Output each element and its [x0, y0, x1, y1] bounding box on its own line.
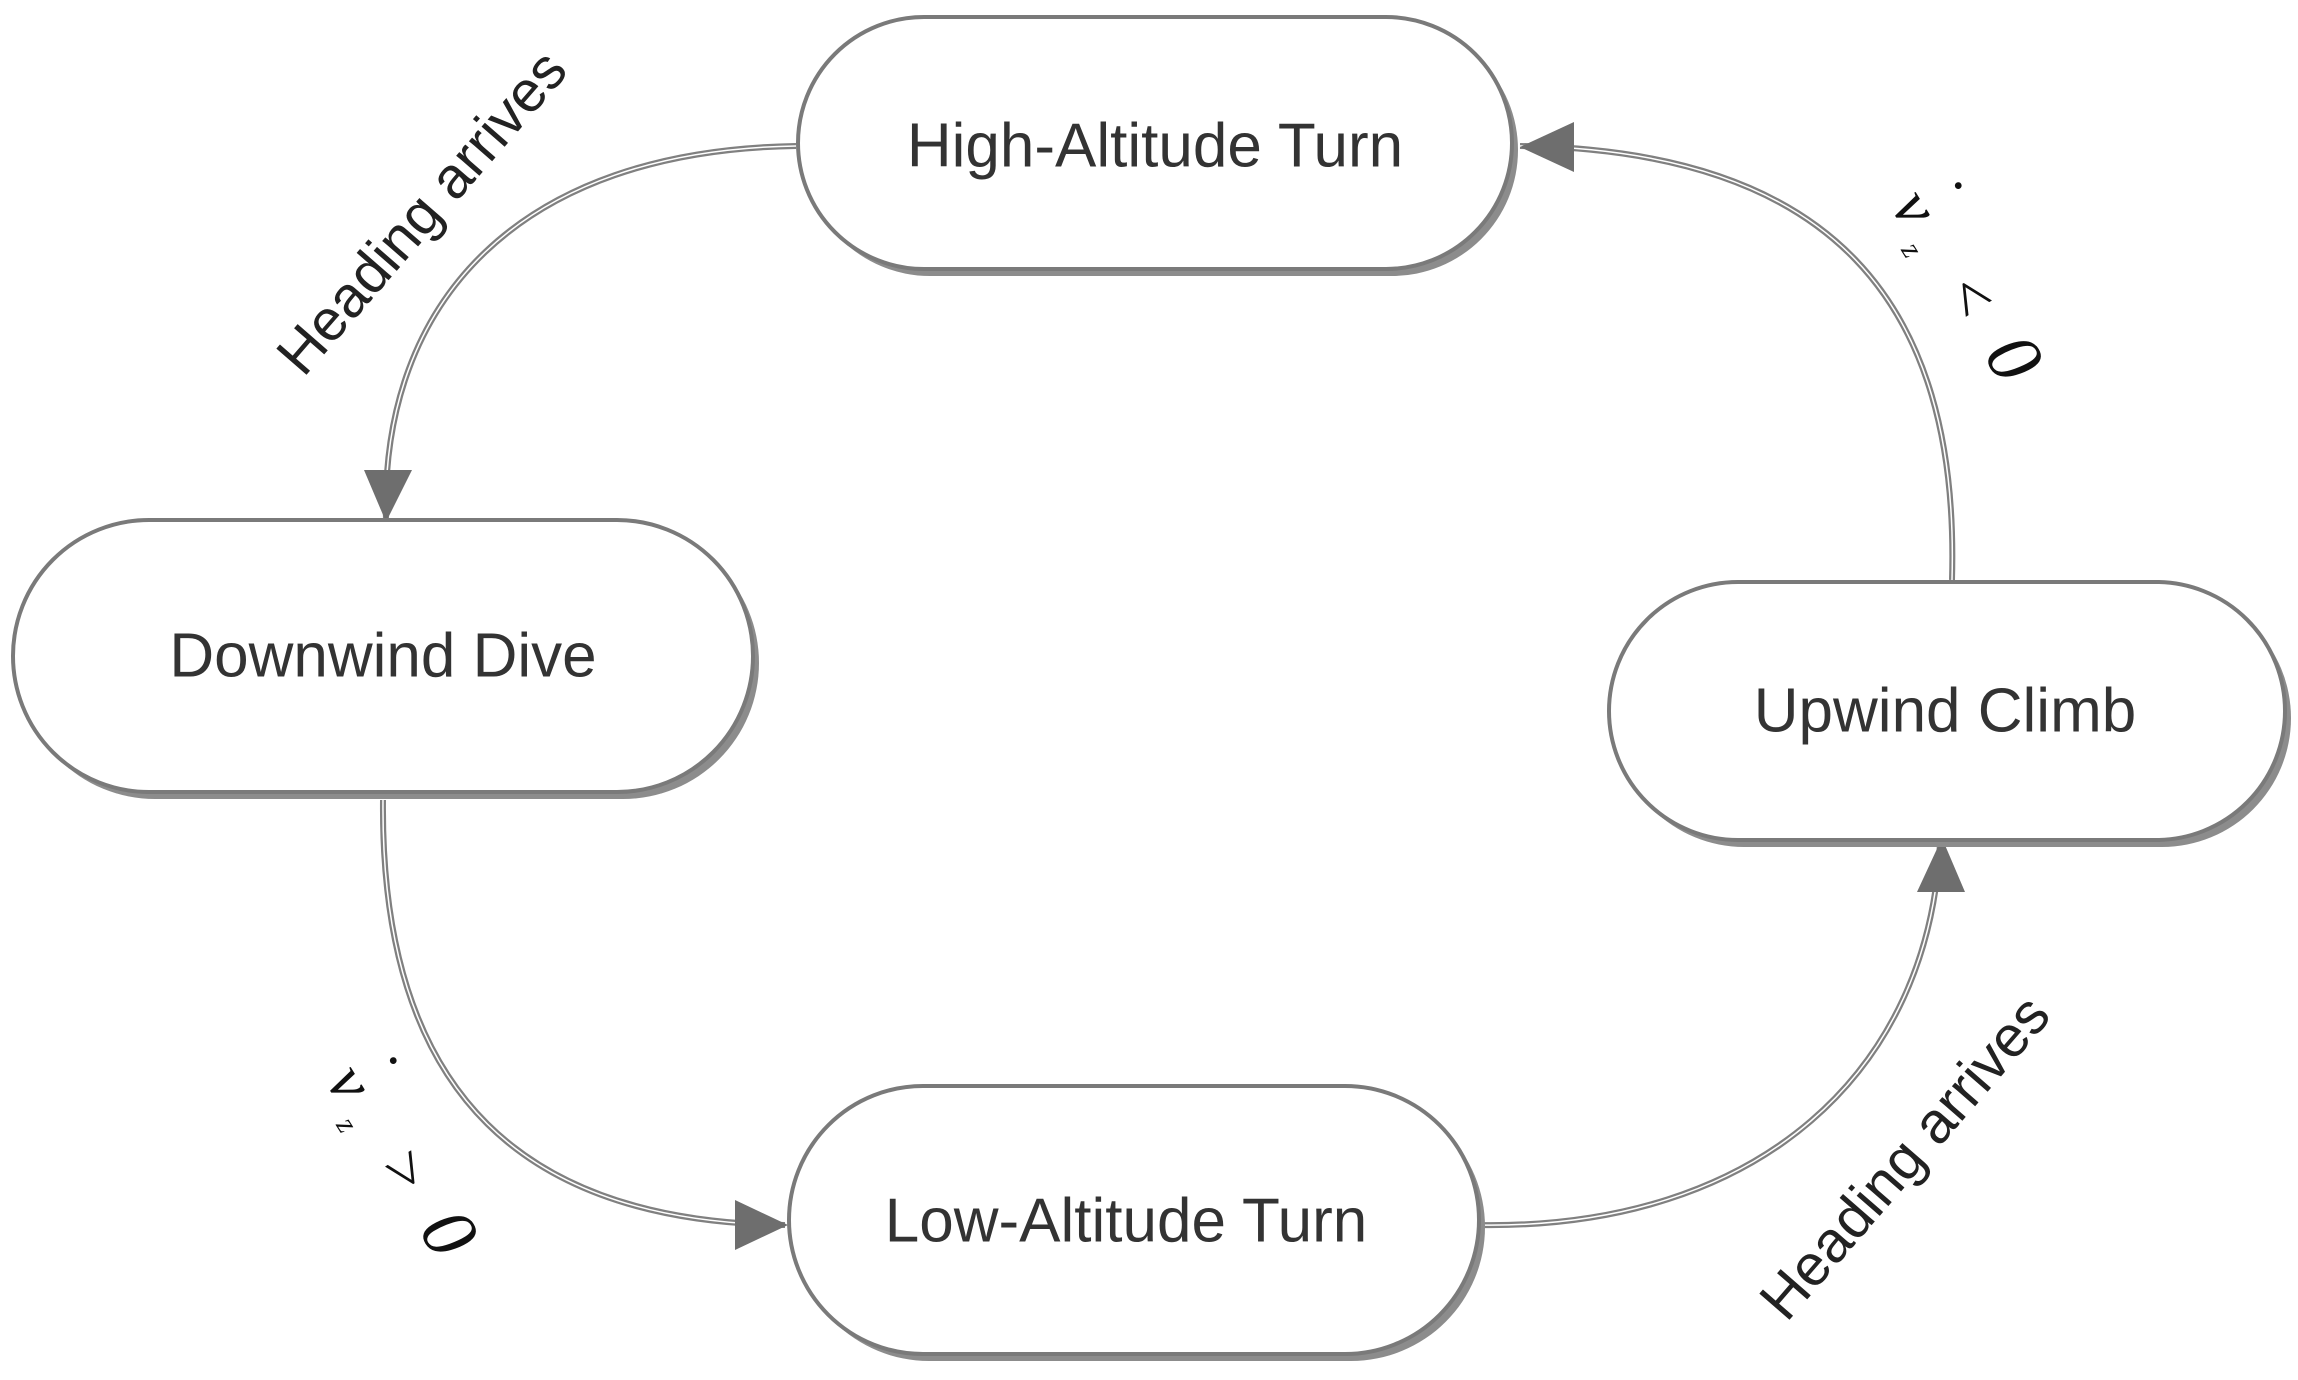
- condition-vz-greater-zero: v ˙ z > 0: [313, 1038, 495, 1272]
- svg-text:z: z: [1894, 235, 1929, 264]
- arrowhead-icon: [735, 1200, 788, 1250]
- svg-text:0: 0: [1968, 320, 2059, 397]
- edge-label-heading-arrives-right: Heading arrives: [1747, 983, 2063, 1332]
- node-low-altitude-turn[interactable]: Low-Altitude Turn: [787, 1084, 1485, 1361]
- edge-dive-to-low: [379, 799, 788, 1250]
- svg-text:0: 0: [403, 1195, 494, 1272]
- node-downwind-dive[interactable]: Downwind Dive: [11, 518, 759, 799]
- node-shape: [796, 15, 1514, 271]
- edge-climb-to-high: [1519, 122, 1956, 581]
- edge-low-to-climb: [1477, 838, 1965, 1229]
- arrowhead-icon: [1917, 838, 1965, 892]
- node-label: Low-Altitude Turn: [885, 1186, 1367, 1255]
- node-shape: [787, 1084, 1481, 1356]
- node-shape: [1607, 580, 2287, 842]
- edge-line: [379, 799, 786, 1228]
- node-upwind-climb[interactable]: Upwind Climb: [1607, 580, 2291, 847]
- condition-vz-less-zero: v ˙ z < 0: [1878, 163, 2060, 397]
- edge-high-to-dive: [364, 143, 797, 522]
- svg-text:>: >: [364, 1133, 447, 1207]
- node-label: Upwind Climb: [1754, 676, 2136, 745]
- svg-text:z: z: [329, 1110, 364, 1139]
- svg-text:<: <: [1929, 258, 2012, 332]
- arrowhead-icon: [1520, 122, 1574, 172]
- node-high-altitude-turn[interactable]: High-Altitude Turn: [796, 15, 1518, 276]
- node-shape: [11, 518, 755, 794]
- node-label: Downwind Dive: [169, 621, 596, 690]
- arrowhead-icon: [364, 470, 412, 522]
- node-label: High-Altitude Turn: [907, 111, 1403, 180]
